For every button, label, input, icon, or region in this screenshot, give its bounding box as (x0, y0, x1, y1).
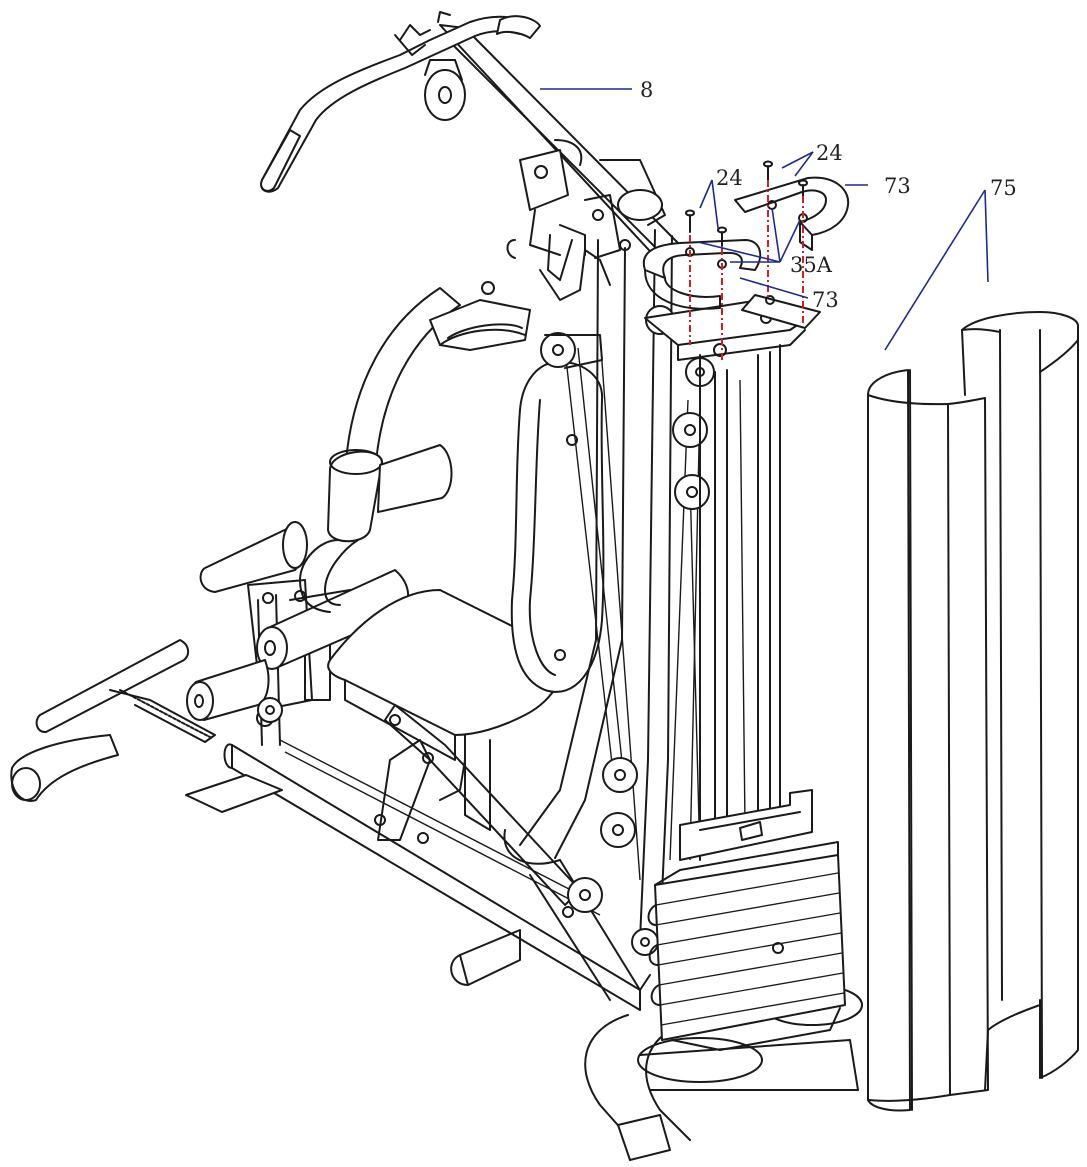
callout-24-right: 24 (816, 141, 843, 165)
callout-8: 8 (640, 78, 653, 102)
callout-labels: 8 24 24 73 73 35A 75 (640, 78, 1017, 312)
leg-linkage (374, 704, 581, 918)
callout-24-left: 24 (716, 166, 743, 190)
callout-75: 75 (990, 176, 1017, 200)
callout-73-lower: 73 (812, 288, 839, 312)
top-plate (644, 294, 821, 361)
seat (327, 589, 565, 831)
weight-stack (647, 789, 846, 1051)
lat-pulldown-bar (260, 11, 541, 193)
shroud-bracket-lower (642, 239, 762, 310)
shroud-panels (867, 311, 1079, 1112)
callout-leaders (540, 88, 989, 351)
lat-boom (439, 24, 681, 301)
leg-roller-pads (186, 521, 410, 721)
pulleys (257, 305, 715, 956)
low-handle-bar (10, 639, 216, 802)
weight-tower (699, 344, 781, 861)
alignment-guides (689, 180, 804, 360)
backrest (510, 360, 605, 693)
callout-35a: 35A (790, 253, 833, 277)
bolts (685, 160, 808, 247)
press-arm (289, 281, 531, 613)
callout-73-upper: 73 (884, 174, 911, 198)
